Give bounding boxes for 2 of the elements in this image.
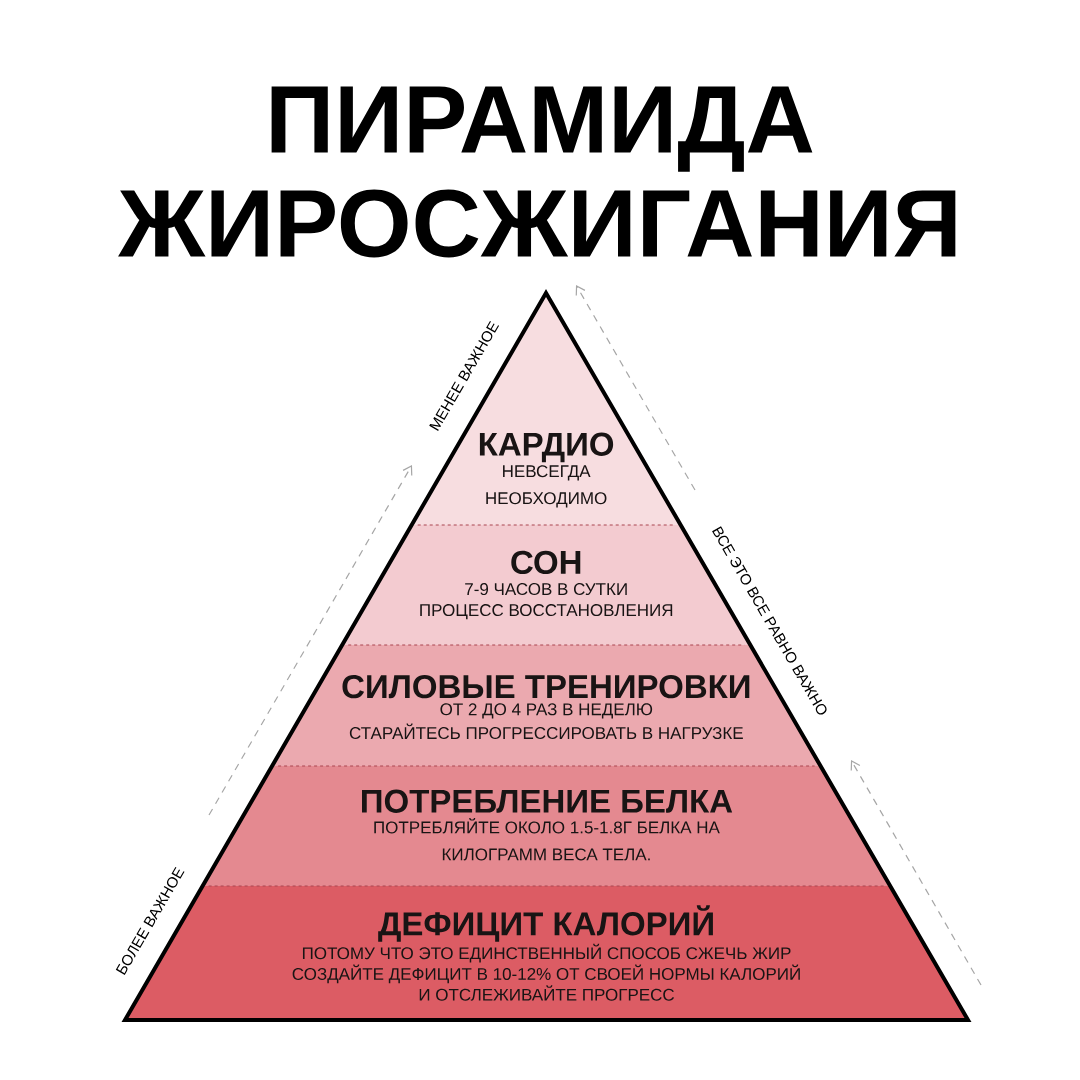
title: ПИРАМИДА ЖИРОСЖИГАНИЯ (118, 86, 956, 258)
pyramid-tier: ПОТРЕБЛЕНИЕ БЕЛКА ПОТРЕБЛЯЙТЕ ОКОЛО 1.5-1.8Г БЕЛКА НА КИЛОГРАММ ВЕСА ТЕЛА. (202, 766, 891, 886)
